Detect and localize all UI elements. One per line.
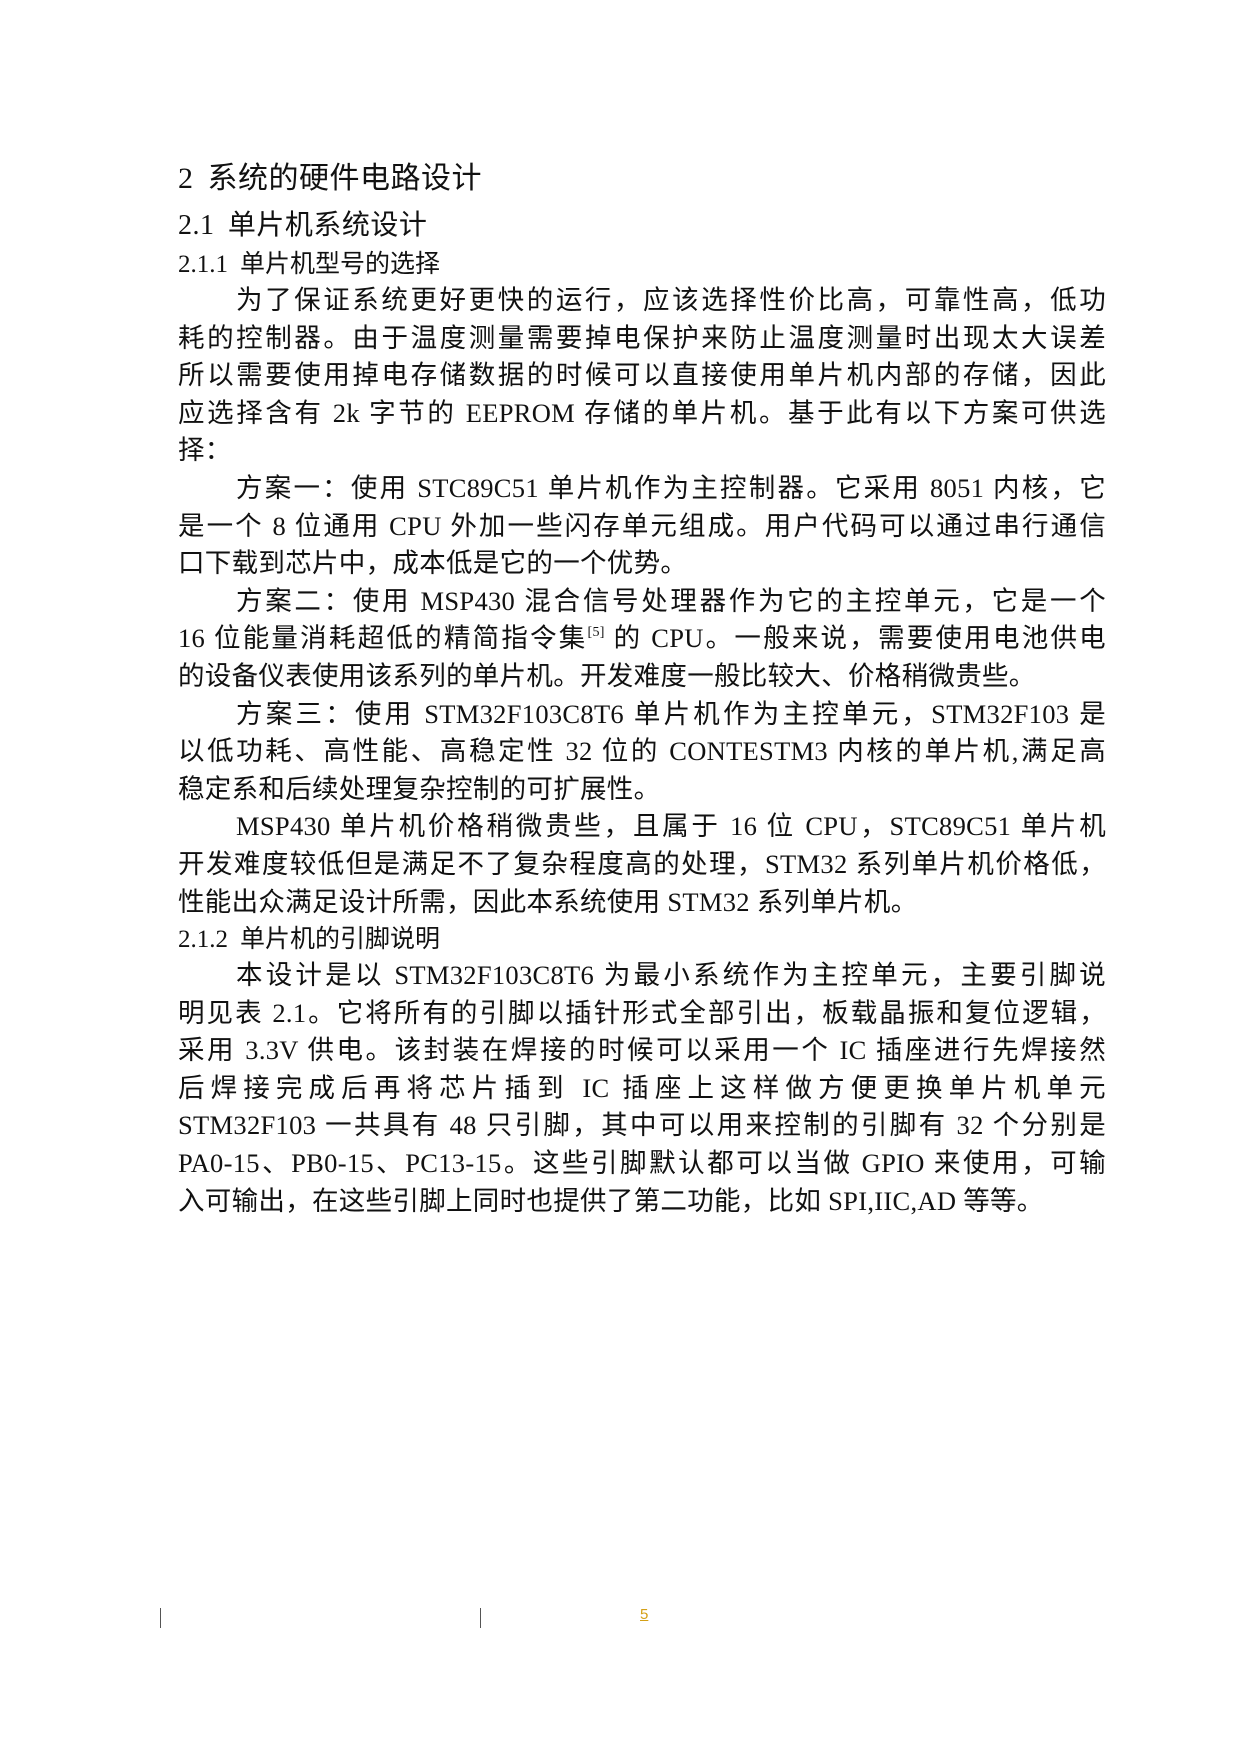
text-line: 稳定系和后续处理复杂控制的可扩展性。	[178, 773, 661, 804]
text-line: 本设计是以 STM32F103C8T6 为最小系统作为主控单元，主要引脚说	[236, 960, 1106, 991]
paragraph-intro: 为了保证系统更好更快的运行，应该选择性价比高，可靠性高，低功 耗的控制器。由于温…	[178, 282, 1106, 470]
text-line: 方案二：使用 MSP430 混合信号处理器作为它的主控单元，它是一个	[236, 585, 1106, 616]
paragraph-option-1: 方案一：使用 STC89C51 单片机作为主控制器。它采用 8051 内核，它 …	[178, 470, 1106, 583]
text-line: 明见表 2.1。它将所有的引脚以插针形式全部引出，板载晶振和复位逻辑，	[178, 997, 1106, 1028]
text-line: 后焊接完成后再将芯片插到 IC 插座上这样做方便更换单片机单元	[178, 1072, 1106, 1103]
subsection-title: 单片机的引脚说明	[239, 924, 440, 954]
text-line: 以低功耗、高性能、高稳定性 32 位的 CONTESTM3 内核的单片机,满足高	[178, 736, 1106, 767]
text-line: 所以需要使用掉电存储数据的时候可以直接使用单片机内部的存储，因此	[178, 360, 1106, 391]
chapter-title: 系统的硬件电路设计	[207, 161, 483, 196]
paragraph-pin-description: 本设计是以 STM32F103C8T6 为最小系统作为主控单元，主要引脚说 明见…	[178, 957, 1106, 1220]
paragraph-option-3: 方案三：使用 STM32F103C8T6 单片机作为主控单元，STM32F103…	[178, 696, 1106, 809]
text-fragment: 的 CPU。一般来说，需要使用电池供电	[604, 623, 1106, 654]
text-line-with-citation: 16 位能量消耗超低的精简指令集[5] 的 CPU。一般来说，需要使用电池供电	[178, 620, 1106, 658]
text-line: 方案三：使用 STM32F103C8T6 单片机作为主控单元，STM32F103…	[236, 698, 1106, 729]
section-title: 单片机系统设计	[227, 208, 428, 241]
text-line: 采用 3.3V 供电。该封装在焊接的时候可以采用一个 IC 插座进行先焊接然	[178, 1035, 1106, 1066]
citation-ref[interactable]: [5]	[587, 625, 605, 641]
section-number: 2.1	[178, 210, 215, 241]
chapter-number: 2	[178, 162, 194, 195]
subsection-title: 单片机型号的选择	[239, 249, 440, 278]
footer-divider	[480, 1608, 481, 1628]
page-footer: 5	[0, 1606, 1240, 1632]
text-line: 口下载到芯片中，成本低是它的一个优势。	[178, 548, 688, 579]
text-line: 开发难度较低但是满足不了复杂程度高的处理，STM32 系列单片机价格低，	[178, 848, 1106, 879]
document-page: 2 系统的硬件电路设计 2.1 单片机系统设计 2.1.1 单片机型号的选择 为…	[178, 158, 1106, 1220]
text-line: 耗的控制器。由于温度测量需要掉电保护来防止温度测量时出现太大误差	[178, 322, 1106, 353]
subsection-number: 2.1.1	[178, 251, 228, 278]
chapter-heading: 2 系统的硬件电路设计	[178, 158, 1106, 200]
subsection-heading-2-1-1: 2.1.1 单片机型号的选择	[178, 246, 1106, 282]
page-number: 5	[640, 1606, 649, 1623]
subsection-heading-2-1-2: 2.1.2 单片机的引脚说明	[178, 921, 1106, 957]
text-line: STM32F103 一共具有 48 只引脚，其中可以用来控制的引脚有 32 个分…	[178, 1110, 1106, 1141]
subsection-number: 2.1.2	[178, 926, 228, 954]
text-line: 的设备仪表使用该系列的单片机。开发难度一般比较大、价格稍微贵些。	[178, 660, 1036, 691]
text-line: 是一个 8 位通用 CPU 外加一些闪存单元组成。用户代码可以通过串行通信	[178, 510, 1106, 541]
text-line: MSP430 单片机价格稍微贵些，且属于 16 位 CPU，STC89C51 单…	[236, 811, 1106, 842]
text-line: 择：	[178, 435, 232, 466]
text-line: 入可输出，在这些引脚上同时也提供了第二功能，比如 SPI,IIC,AD 等等。	[178, 1185, 1044, 1216]
paragraph-comparison: MSP430 单片机价格稍微贵些，且属于 16 位 CPU，STC89C51 单…	[178, 808, 1106, 921]
text-fragment: 16 位能量消耗超低的精简指令集	[178, 623, 588, 654]
footer-divider	[160, 1608, 161, 1628]
text-line: PA0-15、PB0-15、PC13-15。这些引脚默认都可以当做 GPIO 来…	[178, 1148, 1106, 1179]
text-line: 为了保证系统更好更快的运行，应该选择性价比高，可靠性高，低功	[236, 285, 1106, 315]
paragraph-option-2: 方案二：使用 MSP430 混合信号处理器作为它的主控单元，它是一个 16 位能…	[178, 583, 1106, 696]
text-line: 方案一：使用 STC89C51 单片机作为主控制器。它采用 8051 内核，它	[236, 472, 1106, 503]
text-line: 性能出众满足设计所需，因此本系统使用 STM32 系列单片机。	[178, 886, 918, 917]
text-line: 应选择含有 2k 字节的 EEPROM 存储的单片机。基于此有以下方案可供选	[178, 397, 1106, 428]
section-heading: 2.1 单片机系统设计	[178, 206, 1106, 244]
